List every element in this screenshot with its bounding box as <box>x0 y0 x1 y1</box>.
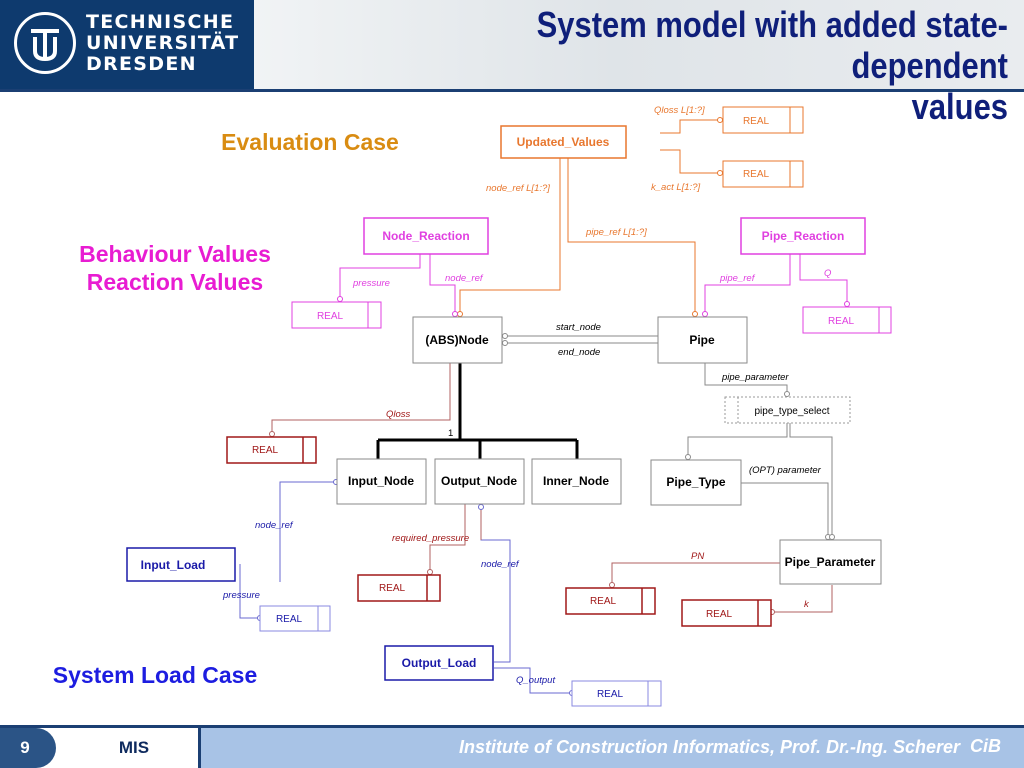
slide-footer: 9 MIS Institute of Construction Informat… <box>0 725 1024 768</box>
node-reaction-label: Node_Reaction <box>382 229 469 243</box>
relation-cardinality-one: 1 <box>448 428 453 439</box>
header-divider <box>0 89 1024 92</box>
relation-k: k <box>804 599 810 610</box>
real-box-q-output: REAL <box>571 680 662 707</box>
pipe-label: Pipe <box>689 333 715 347</box>
logo-line-2: UNIVERSITÄT <box>86 32 240 54</box>
output-node-label: Output_Node <box>441 474 517 488</box>
pipe-type-label: Pipe_Type <box>666 475 725 489</box>
reaction-value-links <box>339 254 848 317</box>
real-box-k: REAL <box>681 599 772 627</box>
relation-qloss-list: Qloss L[1:?] <box>654 105 705 116</box>
behaviour-values-line: Behaviour Values <box>79 241 271 267</box>
updated-values-label: Updated_Values <box>517 135 610 149</box>
course-label: MIS <box>118 738 150 757</box>
relation-node-ref-output: node_ref <box>481 559 520 570</box>
real-label: REAL <box>379 583 406 594</box>
real-box-q: REAL <box>802 306 892 334</box>
real-box-pressure: REAL <box>291 301 382 329</box>
real-label: REAL <box>828 316 855 327</box>
node-pipe-links <box>502 335 833 540</box>
real-box-input-pressure: REAL <box>259 605 331 632</box>
relation-pressure-input: pressure <box>222 590 260 601</box>
real-label: REAL <box>743 116 770 127</box>
logo-line-1: TECHNISCHE <box>86 11 235 33</box>
output-node-entity <box>434 458 525 505</box>
input-node-label: Input_Node <box>348 474 414 488</box>
real-label: REAL <box>252 445 279 456</box>
institute-name: Institute of Construction Informatics, P… <box>458 737 960 757</box>
relation-k-act-list: k_act L[1:?] <box>651 182 700 193</box>
node-reaction-entity <box>363 217 489 255</box>
relation-pipe-parameter: pipe_parameter <box>721 372 789 383</box>
real-label: REAL <box>276 614 303 625</box>
relation-node-ref: node_ref <box>445 273 484 284</box>
inner-node-entity <box>531 458 622 505</box>
inner-node-label: Inner_Node <box>543 474 609 488</box>
slide-title-line-2: values <box>911 86 1008 127</box>
inheritance-tree <box>376 363 579 459</box>
relation-opt-parameter: (OPT) parameter <box>749 465 822 476</box>
abs-node-entity <box>412 316 503 364</box>
relation-q-output: Q_output <box>516 675 555 686</box>
real-label: REAL <box>317 311 344 322</box>
cib-logo: CiB <box>970 736 1001 756</box>
logo-line-3: DRESDEN <box>86 53 197 75</box>
relation-pressure: pressure <box>352 278 390 289</box>
pipe-parameter-label: Pipe_Parameter <box>785 555 876 569</box>
pipe-type-select-box <box>724 396 851 424</box>
slide-title-line-1: System model with added state-dependent <box>536 4 1008 86</box>
real-label: REAL <box>590 596 617 607</box>
input-load-label: Input_Load <box>141 558 206 572</box>
relation-pn: PN <box>691 551 704 562</box>
real-label: REAL <box>743 169 770 180</box>
relation-start-node: start_node <box>556 322 601 333</box>
university-logo: TECHNISCHE UNIVERSITÄT DRESDEN <box>0 0 254 90</box>
output-load-entity <box>384 645 494 681</box>
system-load-case-label: System Load Case <box>52 662 258 688</box>
slide-header: TECHNISCHE UNIVERSITÄT DRESDEN System mo… <box>0 0 1024 127</box>
relation-required-pressure: required_pressure <box>392 533 469 544</box>
pipe-parameter-entity <box>779 539 882 585</box>
real-box-qloss-list: REAL <box>722 106 804 134</box>
reaction-values-line: Reaction Values <box>86 269 264 295</box>
updated-values-links <box>459 119 720 317</box>
input-load-entity <box>126 547 236 582</box>
pipe-type-select-label: pipe_type_select <box>754 406 829 417</box>
updated-values-entity <box>500 125 627 159</box>
input-node-entity <box>336 458 427 505</box>
pipe-type-entity <box>650 459 742 506</box>
relation-end-node: end_node <box>558 347 600 358</box>
qloss-links <box>271 363 833 613</box>
footer-divider <box>0 725 1024 728</box>
output-load-label: Output_Load <box>402 656 477 670</box>
pipe-reaction-entity <box>740 217 866 255</box>
behaviour-values-label: Behaviour Values Reaction Values <box>55 240 295 296</box>
relation-qloss: Qloss <box>386 409 411 420</box>
real-label: REAL <box>706 609 733 620</box>
pipe-reaction-label: Pipe_Reaction <box>762 229 845 243</box>
slide-title: System model with added state-dependent … <box>389 4 1008 127</box>
relation-q: Q <box>824 268 832 279</box>
relation-node-ref-list: node_ref L[1:?] <box>486 183 550 194</box>
real-label: REAL <box>597 689 624 700</box>
real-box-required-pressure: REAL <box>357 574 441 602</box>
real-box-qloss: REAL <box>226 436 317 464</box>
university-seal-icon <box>14 12 76 74</box>
real-box-k-act-list: REAL <box>722 160 804 188</box>
pipe-entity <box>657 316 748 364</box>
university-name: TECHNISCHE UNIVERSITÄT DRESDEN <box>86 12 239 75</box>
institute-bar: Institute of Construction Informatics, P… <box>198 728 1024 768</box>
load-links <box>239 481 572 694</box>
relation-pipe-ref: pipe_ref <box>719 273 756 284</box>
relation-pipe-ref-list: pipe_ref L[1:?] <box>585 227 647 238</box>
relation-node-ref-input: node_ref <box>255 520 294 531</box>
evaluation-case-label: Evaluation Case <box>221 129 399 155</box>
abs-node-label: (ABS)Node <box>425 333 489 347</box>
real-box-pn: REAL <box>565 587 656 615</box>
page-number: 9 <box>0 728 56 768</box>
